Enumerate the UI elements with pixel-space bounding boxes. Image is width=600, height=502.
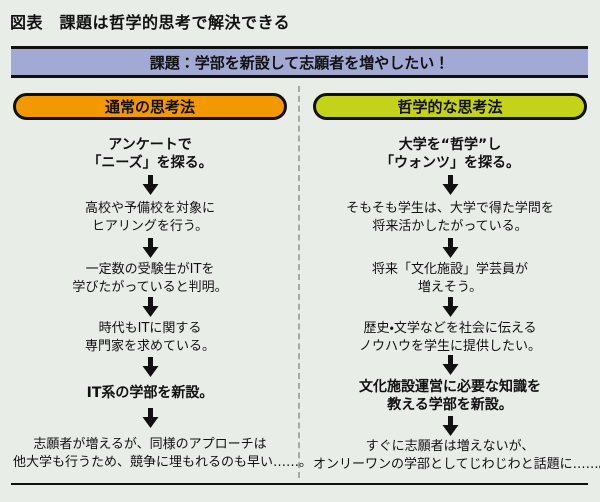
philosophy-step-4-line-2: ノウハウを学生に提供したい。 <box>358 339 541 354</box>
problem-banner: 課題：学部を新設して志願者を増やしたい！ <box>11 46 588 78</box>
header-normal-thinking-label: 通常の思考法 <box>104 98 195 116</box>
philosophy-step-3-line-2: 増えそう。 <box>417 280 483 295</box>
philosophy-step-3-line-1: 将来「文化施設」学芸員が <box>371 262 528 277</box>
normal-step-4-line-1: 時代もITに関する <box>98 321 202 336</box>
normal-step-4-line-2: 専門家を求めている。 <box>84 339 215 354</box>
philosophy-step-3: 将来「文化施設」学芸員が 増えそう。 <box>313 261 587 297</box>
normal-step-1: アンケートで 「ニーズ」を探る。 <box>13 136 287 172</box>
normal-step-3: 一定数の受験生がITを 学びたがっていると判明。 <box>13 261 287 297</box>
down-arrow-icon <box>13 357 287 377</box>
philosophy-step-5-line-2: 教える学部を新設。 <box>387 397 513 413</box>
normal-step-2-line-2: ヒアリングを行う。 <box>91 219 209 234</box>
philosophy-step-1-line-1: 大学を“哲学”し <box>398 137 502 153</box>
down-arrow-icon <box>313 238 587 258</box>
normal-step-5: IT系の学部を新設。 <box>13 384 287 402</box>
philosophy-step-2-line-2: 将来活かしたがっている。 <box>372 219 528 234</box>
down-arrow-icon <box>313 297 587 317</box>
down-arrow-icon <box>13 238 287 258</box>
normal-step-6-line-1: 志願者が増えるが、同様のアプローチは <box>33 437 267 452</box>
normal-step-6-line-2: 他大学も行うため、競争に埋もれるのも早い……。 <box>13 455 313 470</box>
down-arrow-icon <box>313 416 587 436</box>
philosophy-step-5-line-1: 文化施設運営に必要な知識を <box>359 379 541 395</box>
philosophy-step-1-line-2: 「ウォンツ」を探る。 <box>380 155 520 171</box>
philosophy-step-2: そもそも学生は、大学で得た学問を 将来活かしたがっている。 <box>313 200 587 236</box>
philosophy-step-6: すぐに志願者は増えないが、 オンリーワンの学部としてじわじわと話題に……。 <box>313 438 600 474</box>
philosophy-step-6-line-2: オンリーワンの学部としてじわじわと話題に……。 <box>313 457 600 472</box>
down-arrow-icon <box>313 355 587 375</box>
normal-step-5-line-1: IT系の学部を新設。 <box>86 385 214 401</box>
philosophy-step-5: 文化施設運営に必要な知識を 教える学部を新設。 <box>313 378 587 414</box>
normal-step-4: 時代もITに関する 専門家を求めている。 <box>13 320 287 356</box>
normal-step-2: 高校や予備校を対象に ヒアリングを行う。 <box>13 200 287 236</box>
normal-step-6: 志願者が増えるが、同様のアプローチは 他大学も行うため、競争に埋もれるのも早い…… <box>13 436 313 472</box>
philosophy-step-4-line-1: 歴史・文学などを社会に伝える <box>363 321 537 336</box>
column-divider <box>298 86 300 478</box>
header-normal-thinking: 通常の思考法 <box>13 93 287 120</box>
philosophy-step-4: 歴史・文学などを社会に伝える ノウハウを学生に提供したい。 <box>313 320 587 356</box>
bottom-rule <box>11 483 588 485</box>
header-philosophical-thinking: 哲学的な思考法 <box>313 93 587 120</box>
normal-step-3-line-2: 学びたがっていると判明。 <box>72 280 228 295</box>
down-arrow-icon <box>13 408 287 428</box>
philosophy-step-1: 大学を“哲学”し 「ウォンツ」を探る。 <box>313 136 587 172</box>
down-arrow-icon <box>13 297 287 317</box>
normal-step-3-line-1: 一定数の受験生がITを <box>85 262 215 277</box>
philosophy-step-6-line-1: すぐに志願者は増えないが、 <box>365 439 535 454</box>
normal-step-2-line-1: 高校や予備校を対象に <box>84 201 215 216</box>
page-title: 図表 課題は哲学的思考で解決できる <box>10 13 291 32</box>
normal-step-1-line-2: 「ニーズ」を探る。 <box>87 155 213 171</box>
down-arrow-icon <box>313 175 587 195</box>
normal-step-1-line-1: アンケートで <box>108 137 192 153</box>
header-philosophical-thinking-label: 哲学的な思考法 <box>397 98 503 116</box>
philosophy-step-2-line-1: そもそも学生は、大学で得た学問を <box>346 201 554 216</box>
down-arrow-icon <box>13 175 287 195</box>
problem-banner-label: 課題：学部を新設して志願者を増やしたい！ <box>149 53 450 72</box>
